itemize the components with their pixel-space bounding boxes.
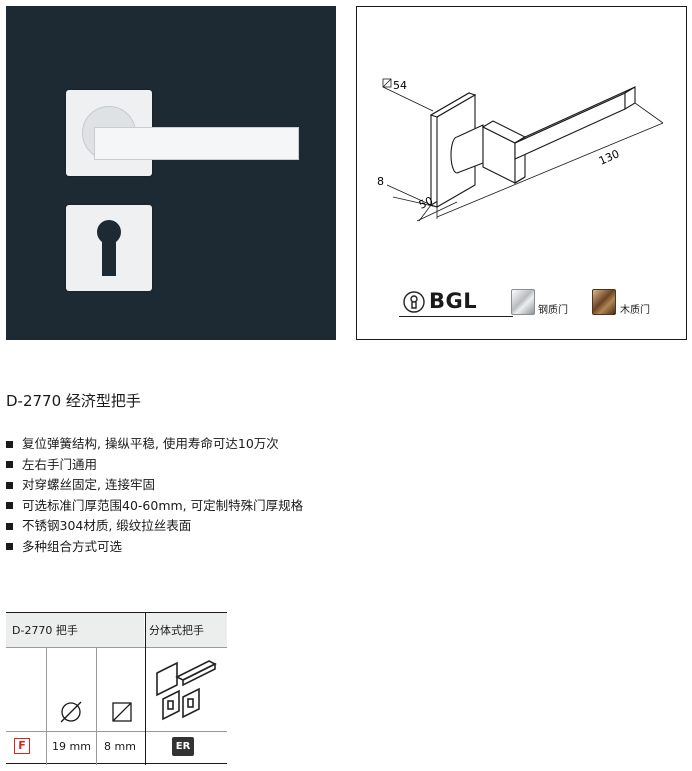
feature-list: 复位弹簧结构, 操纵平稳, 使用寿命可达10万次 左右手门通用 对穿螺丝固定, … bbox=[6, 434, 303, 557]
table-divider bbox=[6, 647, 227, 648]
er-badge-icon: ER bbox=[172, 737, 194, 756]
brand-name: BGL bbox=[429, 289, 478, 313]
dim-thickness-label: 8 bbox=[377, 175, 384, 188]
bullet-icon bbox=[6, 522, 13, 530]
brand-underline bbox=[399, 316, 513, 317]
keyhole-icon bbox=[97, 220, 121, 276]
bullet-icon bbox=[6, 481, 13, 489]
steel-door-label: 钢质门 bbox=[538, 305, 568, 316]
bullet-icon bbox=[6, 461, 13, 469]
feature-item: 多种组合方式可选 bbox=[6, 537, 303, 558]
brand-row: BGL 钢质门 木质门 bbox=[395, 285, 655, 321]
wood-finish-swatch bbox=[592, 289, 616, 315]
dim-square-label: 54 bbox=[393, 79, 407, 92]
feature-item: 不锈钢304材质, 缎纹拉丝表面 bbox=[6, 516, 303, 537]
table-divider bbox=[145, 613, 146, 765]
table-divider bbox=[6, 731, 227, 732]
table-divider bbox=[96, 647, 97, 765]
bullet-icon bbox=[6, 440, 13, 448]
bgl-logo-icon bbox=[403, 291, 425, 313]
diameter-icon bbox=[60, 701, 82, 723]
feature-item: 复位弹簧结构, 操纵平稳, 使用寿命可达10万次 bbox=[6, 434, 303, 455]
split-handle-icon bbox=[156, 660, 217, 721]
bullet-icon bbox=[6, 543, 13, 551]
feature-item: 可选标准门厚范围40-60mm, 可定制特殊门厚规格 bbox=[6, 496, 303, 517]
wood-door-label: 木质门 bbox=[620, 305, 650, 316]
bullet-icon bbox=[6, 502, 13, 510]
product-title: D-2770 经济型把手 bbox=[6, 392, 141, 410]
steel-finish-swatch bbox=[511, 289, 535, 315]
dim-projection-label: 50 bbox=[417, 194, 435, 212]
feature-item: 对穿螺丝固定, 连接牢固 bbox=[6, 475, 303, 496]
spec-header-type: 分体式把手 bbox=[145, 613, 227, 647]
spec-table: D-2770 把手 分体式把手 F 19 mm 8 mm ER bbox=[6, 612, 227, 765]
table-divider bbox=[46, 647, 47, 765]
handle-lever bbox=[94, 127, 299, 160]
diameter-value: 19 mm bbox=[52, 740, 91, 753]
spec-header-model: D-2770 把手 bbox=[6, 613, 144, 647]
dimension-drawing: 54 8 50 130 bbox=[377, 78, 664, 222]
feature-item: 左右手门通用 bbox=[6, 455, 303, 476]
technical-drawing: 54 8 50 130 BGL 钢质门 木质门 bbox=[356, 6, 687, 340]
dim-length-label: 130 bbox=[597, 147, 621, 167]
square-icon bbox=[112, 702, 132, 722]
product-photo bbox=[6, 6, 336, 340]
square-value: 8 mm bbox=[104, 740, 136, 753]
fire-rated-icon: F bbox=[14, 738, 30, 754]
